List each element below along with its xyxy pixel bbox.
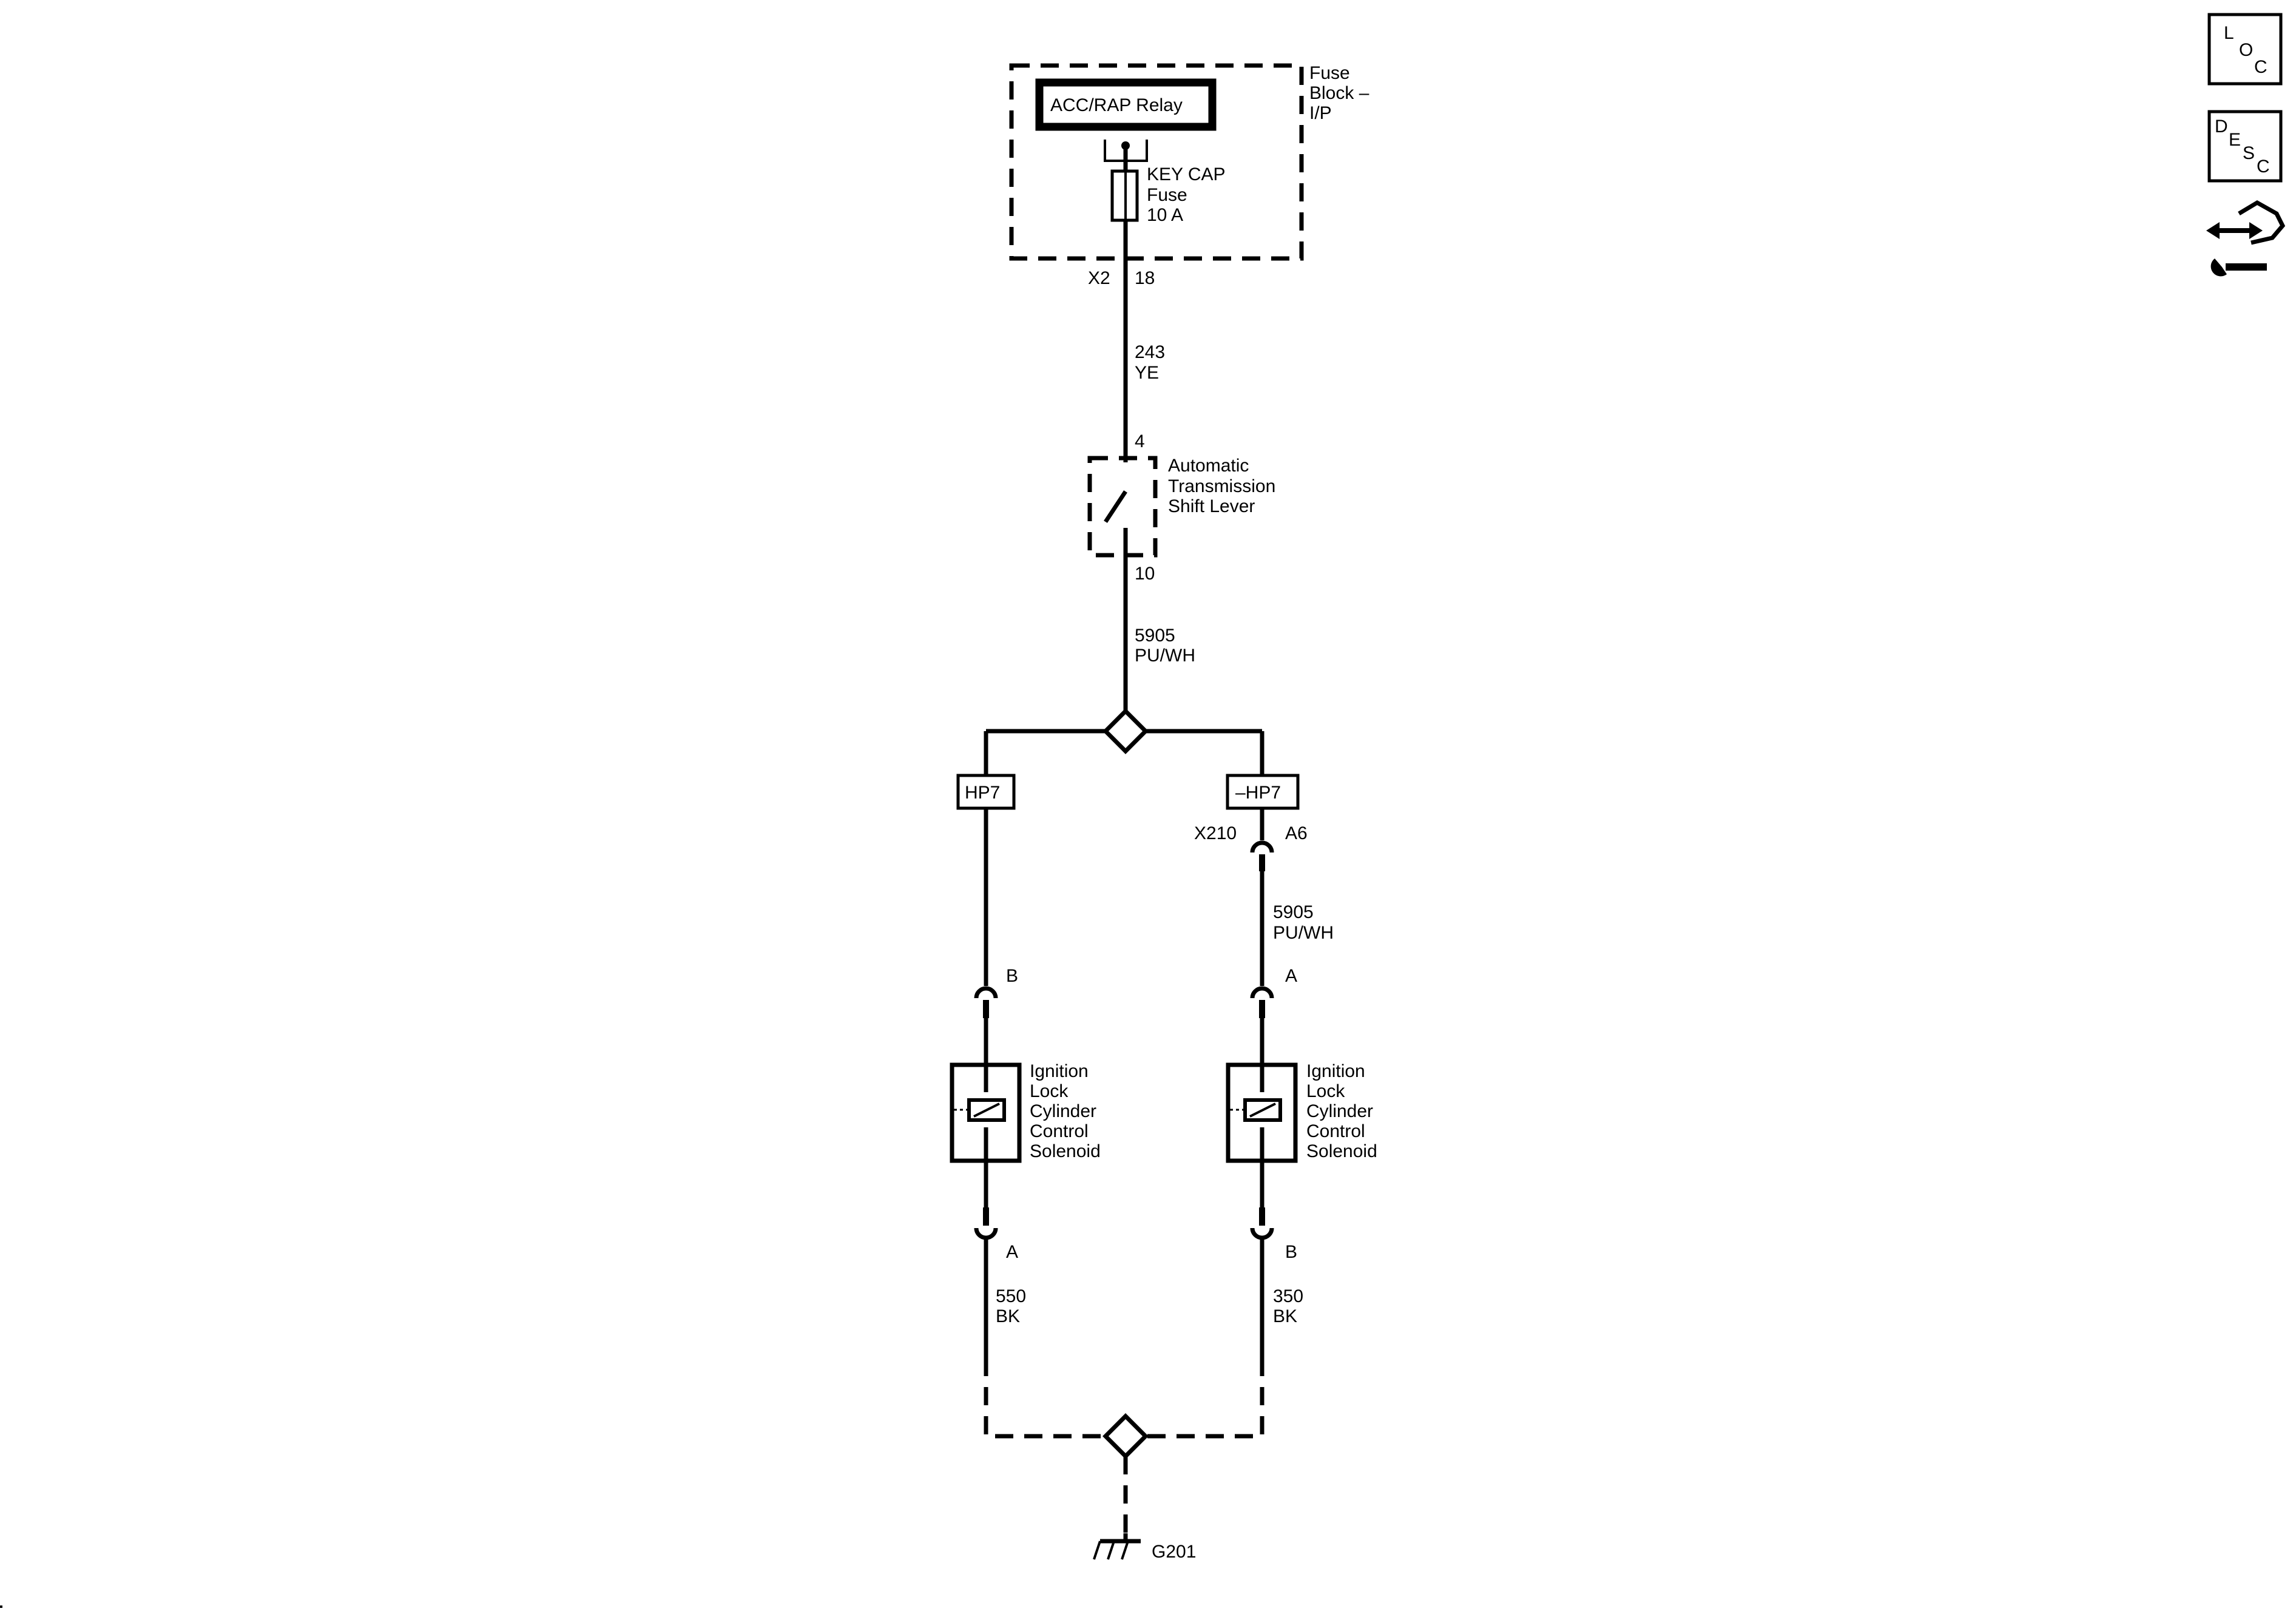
solenoid-right-label-1: Ignition bbox=[1306, 1061, 1365, 1081]
loc-button[interactable]: L O C bbox=[2207, 13, 2283, 86]
desc-button[interactable]: D E S C bbox=[2207, 110, 2283, 183]
option-hp7-label: HP7 bbox=[965, 783, 1000, 803]
fuse-label-2: Fuse bbox=[1147, 185, 1187, 205]
desc-letter-d: D bbox=[2215, 116, 2228, 137]
wire-350-color: BK bbox=[1273, 1306, 1297, 1326]
shift-lever-label-1: Automatic bbox=[1168, 456, 1249, 476]
splice-top bbox=[1102, 708, 1149, 754]
solenoid-left-label-4: Control bbox=[1030, 1121, 1089, 1141]
wire-350-circuit: 350 bbox=[1273, 1286, 1303, 1306]
acc-rap-relay: ACC/RAP Relay bbox=[1035, 78, 1217, 131]
wire-550-color: BK bbox=[996, 1306, 1020, 1326]
fuse-label-1: KEY CAP bbox=[1147, 164, 1226, 184]
loc-letter-c: C bbox=[2254, 57, 2267, 77]
solenoid-left-pin-top: B bbox=[1006, 966, 1018, 986]
solenoid-right-label-4: Control bbox=[1306, 1121, 1365, 1141]
solenoid-right-pin-bottom: B bbox=[1285, 1242, 1297, 1262]
wire-5905-right-circuit: 5905 bbox=[1273, 902, 1314, 922]
shift-lever-label-3: Shift Lever bbox=[1168, 496, 1255, 516]
option-no-hp7-label: –HP7 bbox=[1235, 783, 1281, 803]
solenoid-left-label-3: Cylinder bbox=[1030, 1101, 1096, 1121]
option-hp7: HP7 bbox=[956, 774, 1016, 810]
ground-g201: G201 bbox=[1093, 1533, 1196, 1562]
fuse-block: Fuse Block – I/P bbox=[1009, 63, 1369, 261]
shift-lever-switch: 4 Automatic Transmission Shift Lever 10 bbox=[1087, 431, 1275, 584]
connector-x210-id: X210 bbox=[1194, 823, 1237, 843]
wire-5905-circuit: 5905 bbox=[1135, 626, 1175, 646]
relay-label: ACC/RAP Relay bbox=[1050, 95, 1183, 115]
solenoid-left-label-1: Ignition bbox=[1030, 1061, 1089, 1081]
key-cap-fuse: KEY CAP Fuse 10 A bbox=[1110, 164, 1226, 225]
shift-lever-pin-top: 4 bbox=[1135, 431, 1145, 451]
loc-letter-o: O bbox=[2239, 40, 2253, 60]
loc-letter-l: L bbox=[2224, 23, 2234, 43]
fuse-block-label-1: Fuse bbox=[1309, 63, 1350, 83]
solenoid-left-label-5: Solenoid bbox=[1030, 1141, 1101, 1161]
solenoid-right-label-5: Solenoid bbox=[1306, 1141, 1377, 1161]
ground-label: G201 bbox=[1152, 1542, 1196, 1562]
solenoid-right-label-3: Cylinder bbox=[1306, 1101, 1373, 1121]
solenoid-right-pin-top: A bbox=[1285, 966, 1297, 986]
connector-x210-pin: A6 bbox=[1285, 823, 1308, 843]
solenoid-left: B Ignition Lock Cylinder Control Solenoi… bbox=[950, 966, 1101, 1262]
connector-x2-id: X2 bbox=[1088, 268, 1110, 288]
fuse-block-label-2: Block – bbox=[1309, 83, 1369, 103]
solenoid-right-label-2: Lock bbox=[1306, 1081, 1345, 1101]
shift-lever-pin-bottom: 10 bbox=[1135, 564, 1155, 584]
solenoid-left-pin-bottom: A bbox=[1006, 1242, 1018, 1262]
connector-tool-icon[interactable] bbox=[2206, 200, 2286, 277]
fuse-label-3: 10 A bbox=[1147, 205, 1183, 225]
wire-243-color: YE bbox=[1135, 363, 1159, 383]
desc-letter-s: S bbox=[2243, 143, 2255, 163]
desc-letter-e: E bbox=[2229, 130, 2241, 150]
desc-letter-c: C bbox=[2257, 157, 2270, 177]
solenoid-right: A Ignition Lock Cylinder Control Solenoi… bbox=[1226, 966, 1377, 1262]
wire-550-circuit: 550 bbox=[996, 1286, 1026, 1306]
wire-243-circuit: 243 bbox=[1135, 342, 1165, 362]
shift-lever-label-2: Transmission bbox=[1168, 476, 1275, 496]
wire-5905-color: PU/WH bbox=[1135, 646, 1195, 666]
splice-ground bbox=[1102, 1413, 1149, 1459]
corner-mark bbox=[0, 1605, 2, 1608]
option-no-hp7: –HP7 bbox=[1226, 774, 1300, 810]
connector-x2-pin: 18 bbox=[1135, 268, 1155, 288]
wire-5905-right-color: PU/WH bbox=[1273, 923, 1334, 943]
connector-x210: X210 A6 bbox=[1194, 823, 1308, 871]
solenoid-left-label-2: Lock bbox=[1030, 1081, 1069, 1101]
relay-terminal bbox=[1104, 140, 1148, 171]
ground-bus bbox=[984, 1358, 1106, 1439]
fuse-block-label-3: I/P bbox=[1309, 103, 1332, 123]
